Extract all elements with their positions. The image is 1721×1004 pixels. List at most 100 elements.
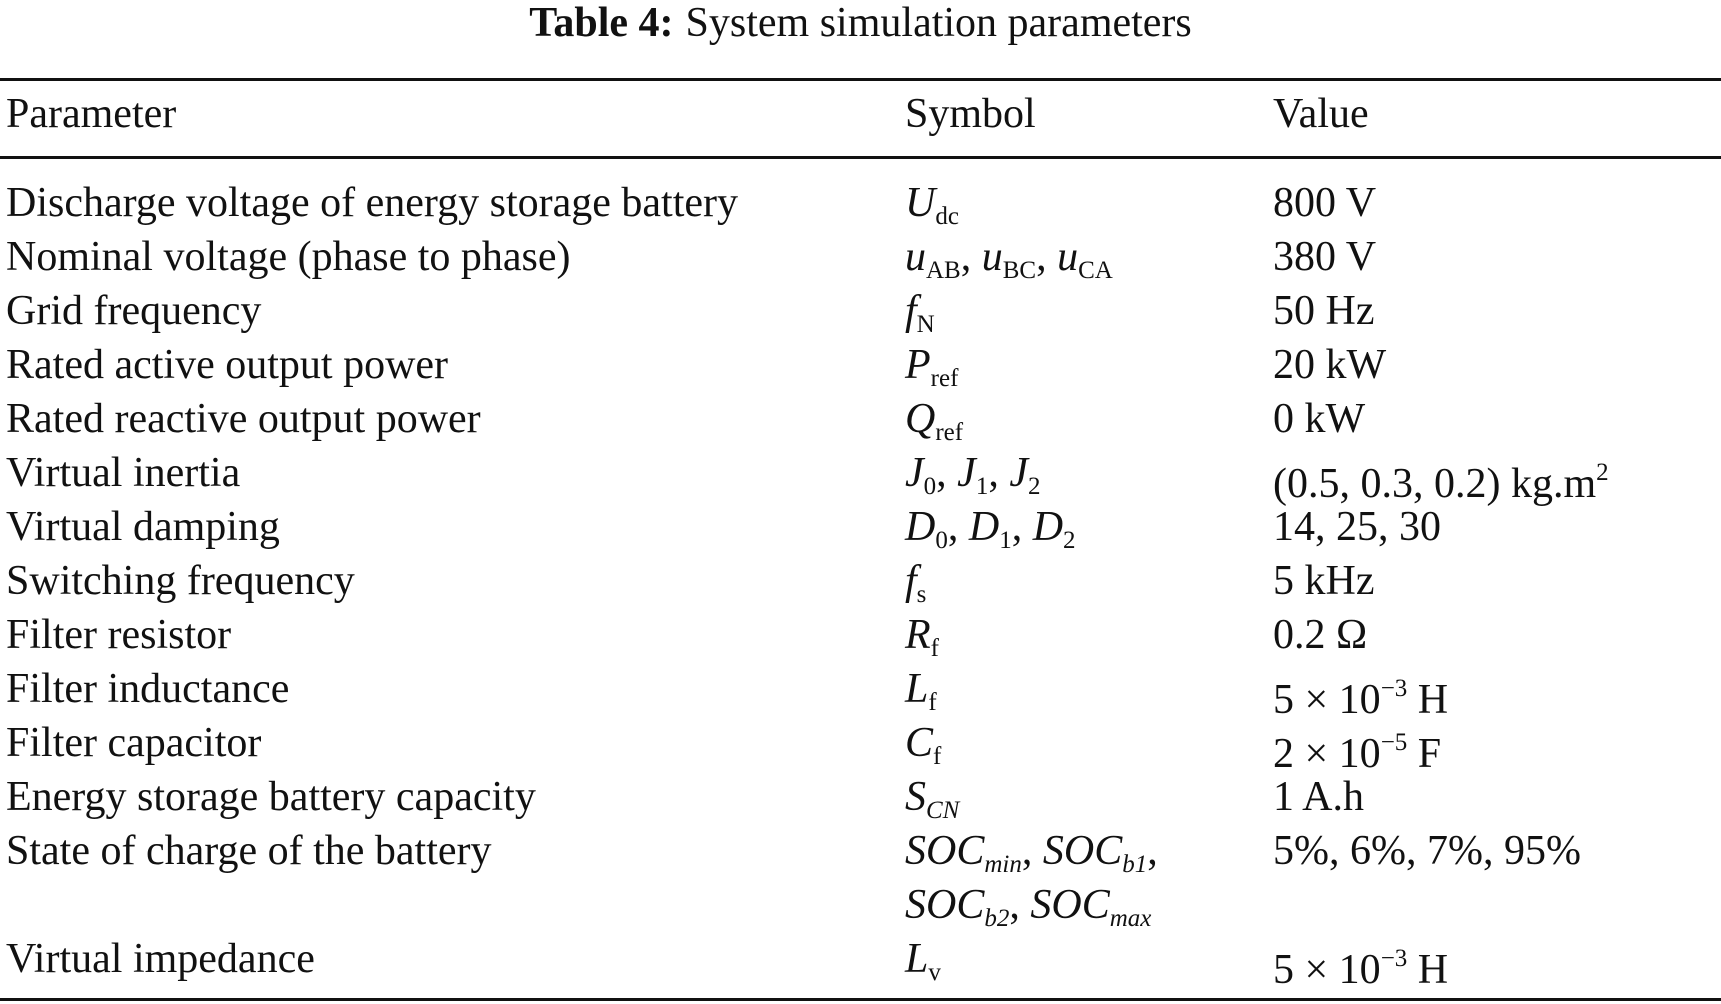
symbol-subscript: AB: [926, 257, 961, 284]
symbol-main: SOC: [905, 828, 985, 874]
table-body: Discharge voltage of energy storage batt…: [0, 176, 1721, 993]
symbol-separator: ,: [1147, 828, 1158, 874]
value-main: 5 × 10: [1273, 677, 1381, 723]
symbol-main: R: [905, 612, 931, 658]
symbol-cell: D0, D1, D2: [905, 500, 1076, 568]
value-cell: 5 kHz: [1273, 558, 1375, 604]
symbol-main: Q: [905, 396, 936, 442]
parameter-cell: Filter resistor: [6, 612, 232, 658]
table-row: Grid frequency fN 50 Hz: [0, 284, 1721, 338]
symbol-cell: Lf: [905, 662, 937, 730]
value-main: 2 × 10: [1273, 731, 1381, 777]
symbol-main: u: [981, 234, 1003, 280]
table-row: Virtual damping D0, D1, D2 14, 25, 30: [0, 500, 1721, 554]
value-cell: 5%, 6%, 7%, 95%: [1273, 828, 1581, 874]
symbol-main: P: [905, 342, 931, 388]
symbol-main: J: [1009, 450, 1028, 496]
parameter-cell: Filter capacitor: [6, 720, 262, 766]
symbol-cell: fN: [905, 284, 935, 352]
symbol-main: L: [905, 666, 929, 712]
table-row: Rated active output power Pref 20 kW: [0, 338, 1721, 392]
parameter-cell: Nominal voltage (phase to phase): [6, 234, 571, 280]
value-cell: 50 Hz: [1273, 288, 1375, 334]
value-cell: 0 kW: [1273, 396, 1366, 442]
parameter-cell: Virtual inertia: [6, 450, 241, 496]
table-row: State of charge of the battery SOCmin, S…: [0, 824, 1721, 932]
symbol-subscript: max: [1109, 905, 1152, 932]
header-symbol: Symbol: [905, 91, 1036, 137]
value-unit: H: [1407, 947, 1449, 993]
symbol-subscript: CA: [1078, 257, 1113, 284]
symbol-cell: Udc: [905, 176, 959, 244]
table-row: Virtual inertia J0, J1, J2 (0.5, 0.3, 0.…: [0, 446, 1721, 507]
symbol-main: D: [968, 504, 1000, 550]
symbol-cell: Rf: [905, 608, 939, 676]
symbol-separator: ,: [1021, 828, 1043, 874]
symbol-cell: Cf: [905, 716, 941, 784]
symbol-subscript: 0: [935, 527, 948, 554]
table-row: Energy storage battery capacity SCN 1 A.…: [0, 770, 1721, 824]
symbol-subscript: 1: [975, 473, 989, 500]
symbol-separator: ,: [1036, 234, 1058, 280]
table-row: Filter inductance Lf 5 × 10−3 H: [0, 662, 1721, 723]
symbol-subscript: ref: [935, 419, 964, 446]
symbol-subscript: v: [928, 959, 941, 986]
header-value: Value: [1273, 91, 1369, 137]
value-cell: 14, 25, 30: [1273, 504, 1441, 550]
parameter-cell: Grid frequency: [6, 288, 262, 334]
value-cell: 20 kW: [1273, 342, 1387, 388]
table-row: Nominal voltage (phase to phase) uAB, uB…: [0, 230, 1721, 284]
symbol-cell: Pref: [905, 338, 958, 406]
parameter-cell: Virtual damping: [6, 504, 280, 550]
value-superscript: −3: [1380, 945, 1408, 972]
symbol-subscript: dc: [935, 203, 959, 230]
symbol-subscript: b1: [1122, 851, 1148, 878]
symbol-separator: ,: [936, 450, 958, 496]
table-caption: Table 4:System simulation parameters: [0, 0, 1721, 46]
symbol-main: f: [905, 288, 917, 334]
symbol-subscript: b2: [984, 905, 1010, 932]
symbol-separator: ,: [947, 504, 969, 550]
table-row: Switching frequency fs 5 kHz: [0, 554, 1721, 608]
symbol-main: u: [1057, 234, 1079, 280]
symbol-subscript: 0: [923, 473, 937, 500]
symbol-separator: ,: [1009, 882, 1031, 928]
table-row: Rated reactive output power Qref 0 kW: [0, 392, 1721, 446]
symbol-subscript: 2: [1063, 527, 1076, 554]
value-cell: 0.2 Ω: [1273, 612, 1368, 658]
symbol-cell: fs: [905, 554, 926, 622]
symbol-main: f: [905, 558, 917, 604]
symbol-cell: Qref: [905, 392, 963, 460]
symbol-subscript: 1: [999, 527, 1012, 554]
value-superscript: −3: [1380, 675, 1408, 702]
parameter-cell: Energy storage battery capacity: [6, 774, 536, 820]
symbol-subscript: N: [916, 311, 935, 338]
parameter-cell: Virtual impedance: [6, 936, 315, 982]
symbol-cell: J0, J1, J2: [905, 446, 1040, 514]
table-row: Filter resistor Rf 0.2 Ω: [0, 608, 1721, 662]
value-cell: 5 × 10−3 H: [1273, 662, 1448, 727]
symbol-main: J: [957, 450, 976, 496]
parameter-cell: Filter inductance: [6, 666, 290, 712]
symbol-separator: ,: [1011, 504, 1033, 550]
symbol-separator: ,: [960, 234, 982, 280]
value-cell: (0.5, 0.3, 0.2) kg.m2: [1273, 446, 1609, 511]
symbol-subscript: BC: [1002, 257, 1037, 284]
symbol-cell: Lv: [905, 932, 941, 1000]
symbol-main: U: [905, 180, 936, 226]
value-superscript: 2: [1596, 459, 1609, 486]
parameter-cell: Rated active output power: [6, 342, 449, 388]
bottom-rule: [0, 998, 1721, 1001]
value-cell: 800 V: [1273, 180, 1377, 226]
symbol-main: SOC: [905, 882, 985, 928]
symbol-main: J: [905, 450, 924, 496]
symbol-subscript: CN: [926, 797, 960, 824]
parameter-cell: Rated reactive output power: [6, 396, 481, 442]
value-cell: 380 V: [1273, 234, 1377, 280]
symbol-cell: SOCmin, SOCb1, SOCb2, SOCmax: [905, 824, 1158, 932]
symbol-line: SOCb2, SOCmax: [905, 878, 1158, 932]
parameter-cell: Switching frequency: [6, 558, 355, 604]
symbol-separator: ,: [988, 450, 1010, 496]
table-label: Table 4:: [529, 0, 674, 46]
symbol-line: SOCmin, SOCb1,: [905, 824, 1158, 878]
